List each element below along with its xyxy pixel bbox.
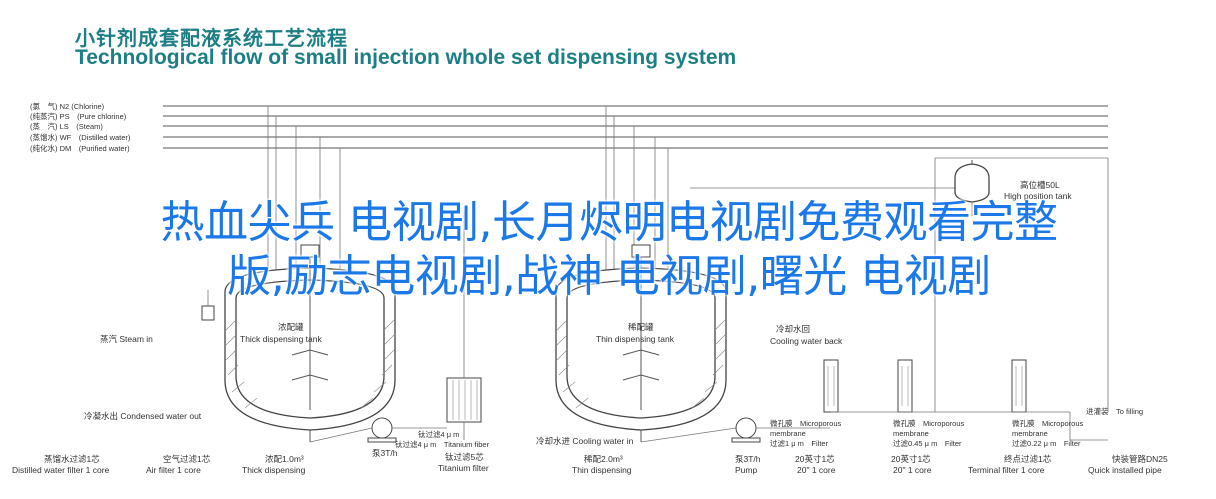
bottom-label-4-cn: 泵3T/h: [372, 448, 398, 458]
thick-dispensing-tank: [224, 244, 396, 442]
label-cooling-in: 冷却水进 Cooling water in: [536, 436, 634, 446]
overlay-line-2: 版,励志电视剧,战神 电视剧,曙光 电视剧: [227, 251, 991, 302]
bottom-label-7-en: Pump: [735, 465, 757, 475]
pumps: [309, 417, 830, 443]
bottom-label-3-cn: 浓配1.0m³: [265, 454, 304, 464]
label-thin-tank-cn: 稀配罐: [628, 322, 654, 332]
utility-labels: (氯 气) N2 (Chlorine) (纯蒸汽) PS (Pure chlor…: [30, 101, 131, 153]
label-mf1-c: 过滤1 μ m Filter: [770, 438, 829, 448]
utility-label-n2: (氯 气) N2 (Chlorine): [30, 101, 105, 111]
label-steam-in: 蒸汽 Steam in: [100, 334, 153, 344]
bottom-label-7-cn: 泵3T/h: [735, 454, 761, 464]
utility-label-ls: (蒸 汽) LS (Steam): [30, 121, 103, 131]
bottom-label-10-cn: 终点过滤1芯: [1004, 454, 1052, 464]
label-thick-tank-en: Thick dispensing tank: [240, 334, 322, 344]
overlay-line-1: 热血尖兵 电视剧,长月烬明电视剧免费观看完整: [160, 197, 1058, 248]
bottom-label-9-cn: 20英寸1芯: [891, 454, 931, 464]
label-cooling-back-cn: 冷却水回: [776, 324, 810, 334]
bottom-labels: 蒸馏水过滤1芯 Distilled water filter 1 core 空气…: [12, 448, 1168, 475]
label-mf045-c: 过滤0.45 μ m Filter: [893, 438, 962, 448]
bottom-label-2-en: Air filter 1 core: [146, 465, 201, 475]
label-mf045-b: membrane: [893, 429, 929, 438]
bottom-label-5-cn: 钛过滤5芯: [445, 452, 484, 462]
thin-dispensing-tank: [555, 244, 727, 442]
high-position-tank: [954, 160, 990, 216]
bottom-label-8-cn: 20英寸1芯: [795, 454, 835, 464]
bottom-label-10-en: Terminal filter 1 core: [968, 465, 1045, 475]
bottom-label-1-en: Distilled water filter 1 core: [12, 465, 110, 475]
label-condensed-out: 冷凝水出 Condensed water out: [84, 411, 202, 421]
label-mf022-c: 过滤0.22 μ m Filter: [1012, 438, 1081, 448]
diagram-title-english: Technological flow of small injection wh…: [75, 46, 737, 69]
label-cooling-back-en: Cooling water back: [770, 336, 843, 346]
utility-drops: [267, 106, 1109, 412]
utility-label-dm: (纯化水) DM (Purified water): [30, 143, 130, 153]
equipment-labels: 高位槽50L High position tank 蒸汽 Steam in 浓配…: [84, 180, 1143, 449]
label-high-tank-en: High position tank: [1004, 191, 1072, 201]
label-high-tank-cn: 高位槽50L: [1020, 180, 1060, 190]
overlay-banner-text: 热血尖兵 电视剧,长月烬明电视剧免费观看完整 版,励志电视剧,战神 电视剧,曙光…: [14, 196, 1204, 304]
label-thick-tank-cn: 浓配罐: [278, 322, 304, 332]
utility-label-ps: (纯蒸汽) PS (Pure chlorine): [30, 111, 127, 121]
membrane-filters: [823, 359, 1108, 441]
label-mf045-a: 微孔膜 Microporous: [893, 418, 965, 428]
bottom-label-1-cn: 蒸馏水过滤1芯: [44, 454, 100, 464]
utility-lines: [163, 105, 1108, 149]
label-mf1-b: membrane: [770, 429, 806, 438]
bottom-label-6-en: Thin dispensing: [572, 465, 632, 475]
label-to-filling: 进灌装 To filling: [1086, 406, 1143, 416]
air-filter: [201, 290, 215, 321]
bottom-label-11-cn: 快装管路DN25: [1112, 454, 1168, 464]
bottom-label-3-en: Thick dispensing: [242, 465, 306, 475]
label-mf022-b: membrane: [1012, 429, 1048, 438]
bottom-label-9-en: 20" 1 core: [893, 465, 932, 475]
bottom-label-5-en: Titanium filter: [438, 463, 489, 473]
label-mf022-a: 微孔膜 Microporous: [1012, 418, 1084, 428]
bottom-label-6-cn: 稀配2.0m³: [584, 454, 623, 464]
bottom-label-2-cn: 空气过滤1芯: [163, 454, 211, 464]
utility-label-wf: (蒸馏水) WF (Distilled water): [30, 132, 131, 142]
label-titanium-4um-en: 钛过滤4 μ m Titanium fiber: [395, 439, 490, 449]
diagram-title-chinese: 小针剂成套配液系统工艺流程: [75, 26, 348, 50]
bottom-label-11-en: Quick installed pipe: [1088, 465, 1162, 475]
label-mf1-a: 微孔膜 Microporous: [770, 418, 842, 428]
label-thin-tank-en: Thin dispensing tank: [596, 334, 675, 344]
titanium-filter-housing: [446, 210, 482, 440]
bottom-label-8-en: 20" 1 core: [797, 465, 836, 475]
label-titanium-4um-cn: 钛过滤4 μ m: [418, 429, 459, 439]
